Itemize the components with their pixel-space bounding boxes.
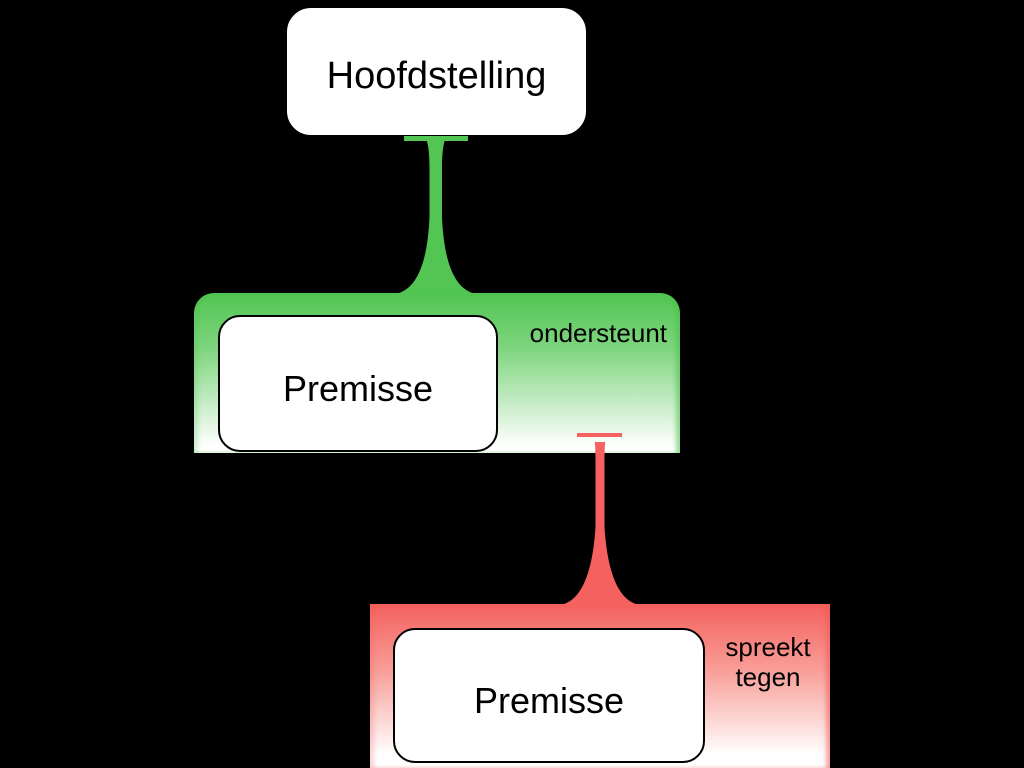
support-relation-label: ondersteunt xyxy=(529,318,667,348)
main-claim-node[interactable]: Hoofdstelling xyxy=(285,6,588,137)
objection-premise-node[interactable]: Premisse xyxy=(393,628,705,763)
objection-premise-label: Premisse xyxy=(473,679,625,721)
support-group-container[interactable]: Premisse ondersteunt xyxy=(194,293,680,453)
support-premise-label: Premisse xyxy=(282,367,434,409)
support-trumpet-connector-icon xyxy=(395,140,476,294)
objection-group-container[interactable]: Premisse spreekt tegen xyxy=(370,604,830,768)
objection-trumpet-connector-icon xyxy=(560,442,640,605)
main-claim-label: Hoofdstelling xyxy=(326,54,547,97)
support-premise-node[interactable]: Premisse xyxy=(218,315,498,452)
objection-relation-label: spreekt tegen xyxy=(725,632,811,692)
